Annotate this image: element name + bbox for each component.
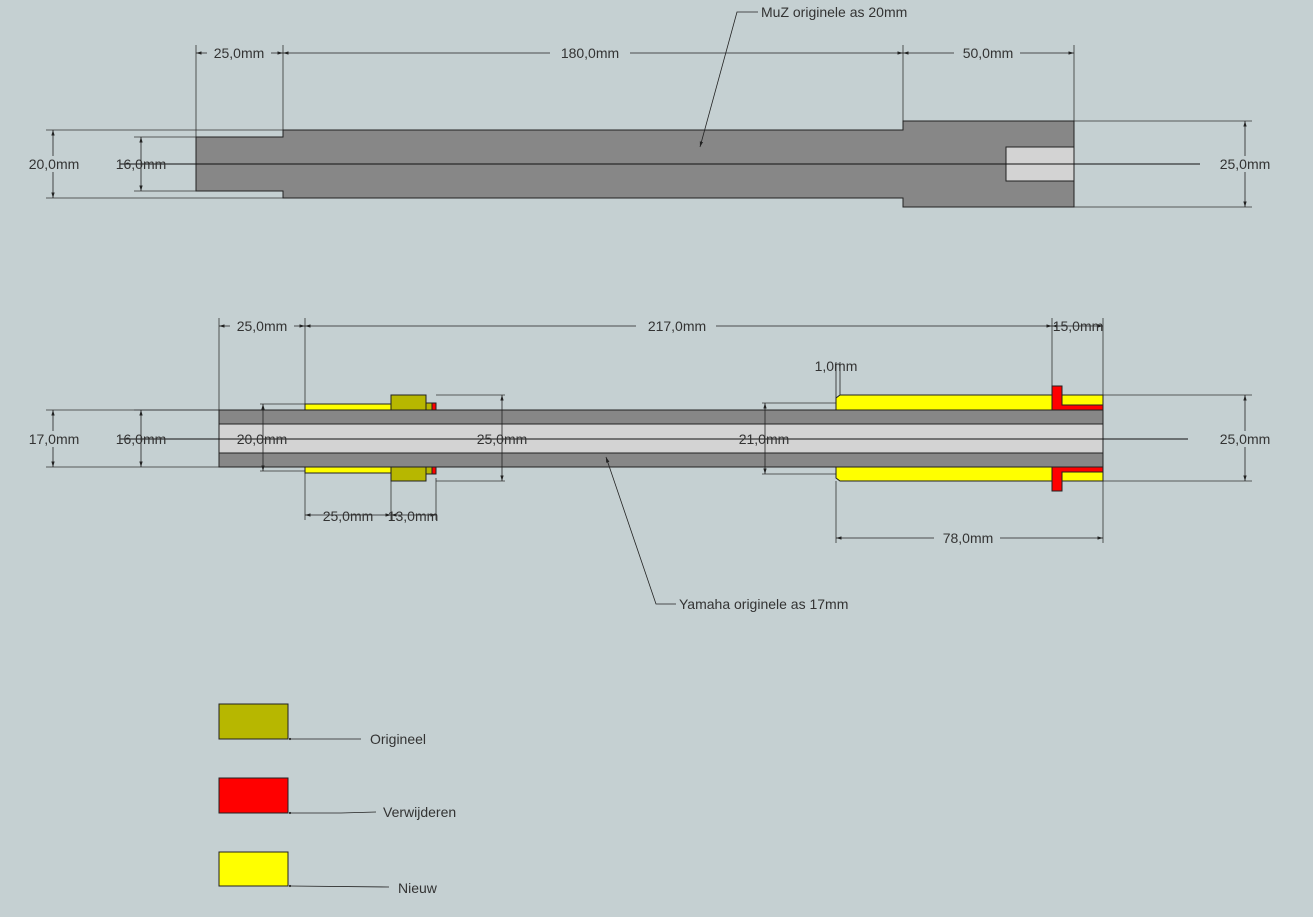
legend-item-nieuw: Nieuw xyxy=(218,851,438,896)
yamaha-dim-bush-mid-label: 25,0mm xyxy=(477,431,528,447)
legend-swatch-origineel xyxy=(218,703,289,740)
yamaha-dim-right-diam-label: 25,0mm xyxy=(1220,431,1271,447)
remove-collar-bottom xyxy=(1051,466,1104,492)
legend-label-origineel: Origineel xyxy=(370,731,426,747)
legend-swatch-verwijderen xyxy=(218,777,289,814)
muz-callout-label: MuZ originele as 20mm xyxy=(761,4,907,20)
legend-swatch-nieuw xyxy=(218,851,289,887)
yamaha-callout-leader xyxy=(605,456,676,605)
label-bg xyxy=(636,318,716,334)
remove-ring-bottom xyxy=(431,466,437,475)
muz-dim-inner-label: 16,0mm xyxy=(116,156,167,172)
muz-dim-mid-label: 180,0mm xyxy=(561,45,619,61)
legend-item-verwijderen: Verwijderen xyxy=(218,777,456,820)
yamaha-extension-lines xyxy=(46,318,1252,543)
label-bg xyxy=(207,45,271,61)
remove-collar-top xyxy=(1051,385,1104,411)
legend-label-verwijderen: Verwijderen xyxy=(383,804,456,820)
muz-dim-right-label: 50,0mm xyxy=(963,45,1014,61)
yamaha-dim-inner-label: 16,0mm xyxy=(116,431,167,447)
yamaha-dim-left-label: 25,0mm xyxy=(237,318,288,334)
yamaha-dim-sleeve-len-label: 78,0mm xyxy=(943,530,994,546)
legend-item-origineel: Origineel xyxy=(218,703,426,747)
yamaha-dim-outer-label: 17,0mm xyxy=(29,431,80,447)
yamaha-dim-bush-left-len-label: 25,0mm xyxy=(323,508,374,524)
yamaha-dim-right-label: 15,0mm xyxy=(1053,318,1104,334)
muz-extension-lines xyxy=(46,45,1252,208)
label-bg xyxy=(22,156,86,172)
yamaha-dim-bush-right-label: 21,0mm xyxy=(739,431,790,447)
remove-ring-top xyxy=(431,402,437,411)
muz-dim-outer-label: 20,0mm xyxy=(29,156,80,172)
legend-label-nieuw: Nieuw xyxy=(398,880,438,896)
muz-dim-left-label: 25,0mm xyxy=(214,45,265,61)
original-ring-bottom-step xyxy=(425,466,433,475)
muz-callout-leader xyxy=(699,11,758,148)
original-ring-top-step xyxy=(425,402,433,411)
yamaha-dim-step-label: 1,0mm xyxy=(815,358,858,374)
yamaha-callout-label: Yamaha originele as 17mm xyxy=(679,596,848,612)
legend-leader xyxy=(288,884,390,888)
label-bg xyxy=(550,45,630,61)
original-ring-bottom xyxy=(390,466,427,482)
legend-leader xyxy=(288,811,377,815)
original-ring-top xyxy=(390,394,427,411)
yamaha-dim-mid-label: 217,0mm xyxy=(648,318,706,334)
label-bg xyxy=(954,45,1020,61)
muz-shaft-drawing: 25,0mm 180,0mm 50,0mm 20,0mm 16,0mm 25,0… xyxy=(22,4,1278,208)
legend: Origineel Verwijderen Nieuw xyxy=(218,703,456,896)
label-bg xyxy=(22,431,86,447)
muz-dim-right-diam-label: 25,0mm xyxy=(1220,156,1271,172)
label-bg xyxy=(1212,431,1278,447)
label-bg xyxy=(1212,156,1278,172)
yamaha-shaft-drawing: 25,0mm 217,0mm 15,0mm 1,0mm 17,0mm 16,0m… xyxy=(22,318,1278,612)
label-bg xyxy=(230,318,294,334)
yamaha-dim-bush-left-label: 20,0mm xyxy=(237,431,288,447)
yamaha-dim-ring-len-label: 13,0mm xyxy=(388,508,439,524)
label-bg xyxy=(934,530,1000,546)
